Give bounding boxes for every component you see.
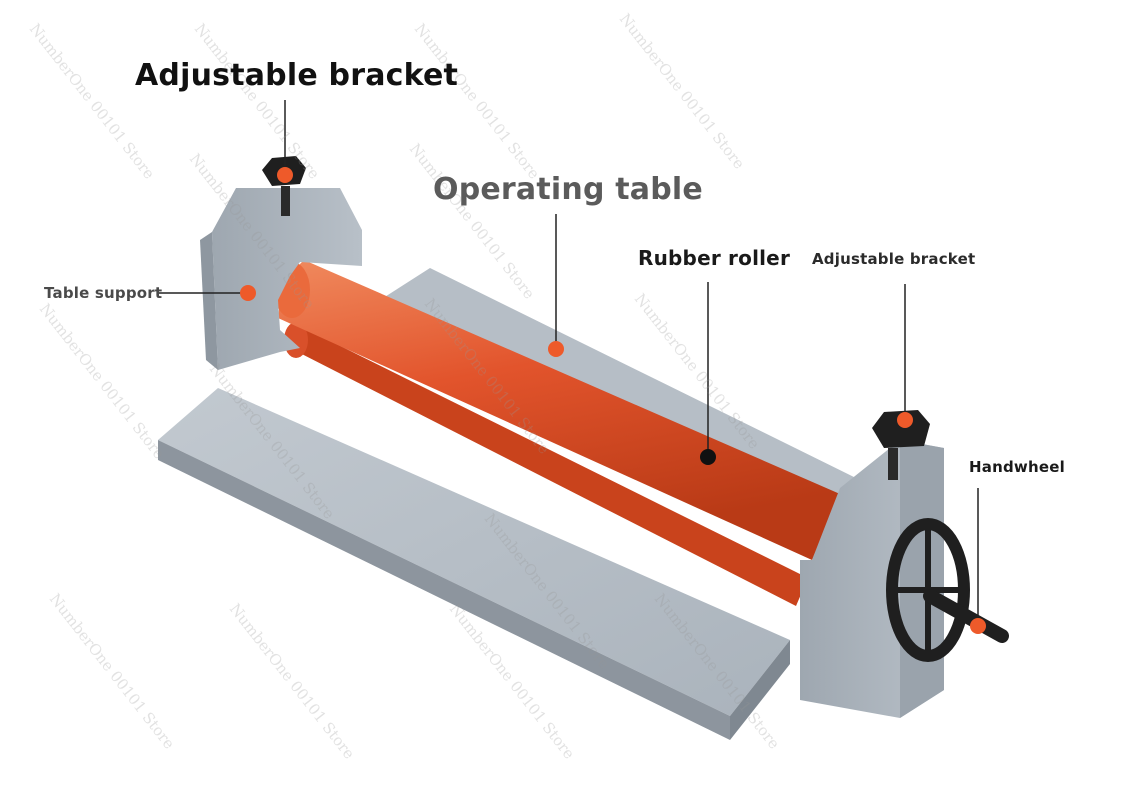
label-handwheel: Handwheel xyxy=(969,458,1065,476)
right-knob xyxy=(872,410,930,448)
label-adjustable-bracket-top: Adjustable bracket xyxy=(135,58,459,93)
markers xyxy=(240,167,986,634)
label-rubber-roller: Rubber roller xyxy=(638,246,791,270)
lower-roller-body xyxy=(290,326,808,606)
left-knob-stem xyxy=(281,186,290,216)
right-knob-stem xyxy=(888,448,898,480)
table-front-edge xyxy=(158,440,730,740)
label-adjustable-bracket-right: Adjustable bracket xyxy=(812,250,976,268)
table-front-plate xyxy=(158,388,790,716)
marker-operating-table xyxy=(548,341,564,357)
handwheel-rim xyxy=(886,518,970,662)
marker-right-bracket xyxy=(897,412,913,428)
label-operating-table: Operating table xyxy=(433,172,703,207)
marker-table-support xyxy=(240,285,256,301)
marker-handwheel xyxy=(970,618,986,634)
leader-lines xyxy=(158,100,979,626)
right-housing xyxy=(800,410,944,718)
handwheel-assembly xyxy=(886,518,1009,662)
table-side-edge xyxy=(730,640,790,740)
left-housing-edge xyxy=(200,232,218,370)
rubber-roller-body xyxy=(278,260,840,560)
label-table-support: Table support xyxy=(44,284,163,302)
marker-rubber-roller xyxy=(700,449,716,465)
handwheel-handle xyxy=(923,589,1009,643)
right-housing-side xyxy=(900,440,944,718)
left-housing-face xyxy=(212,188,362,370)
marker-top-bracket xyxy=(277,167,293,183)
